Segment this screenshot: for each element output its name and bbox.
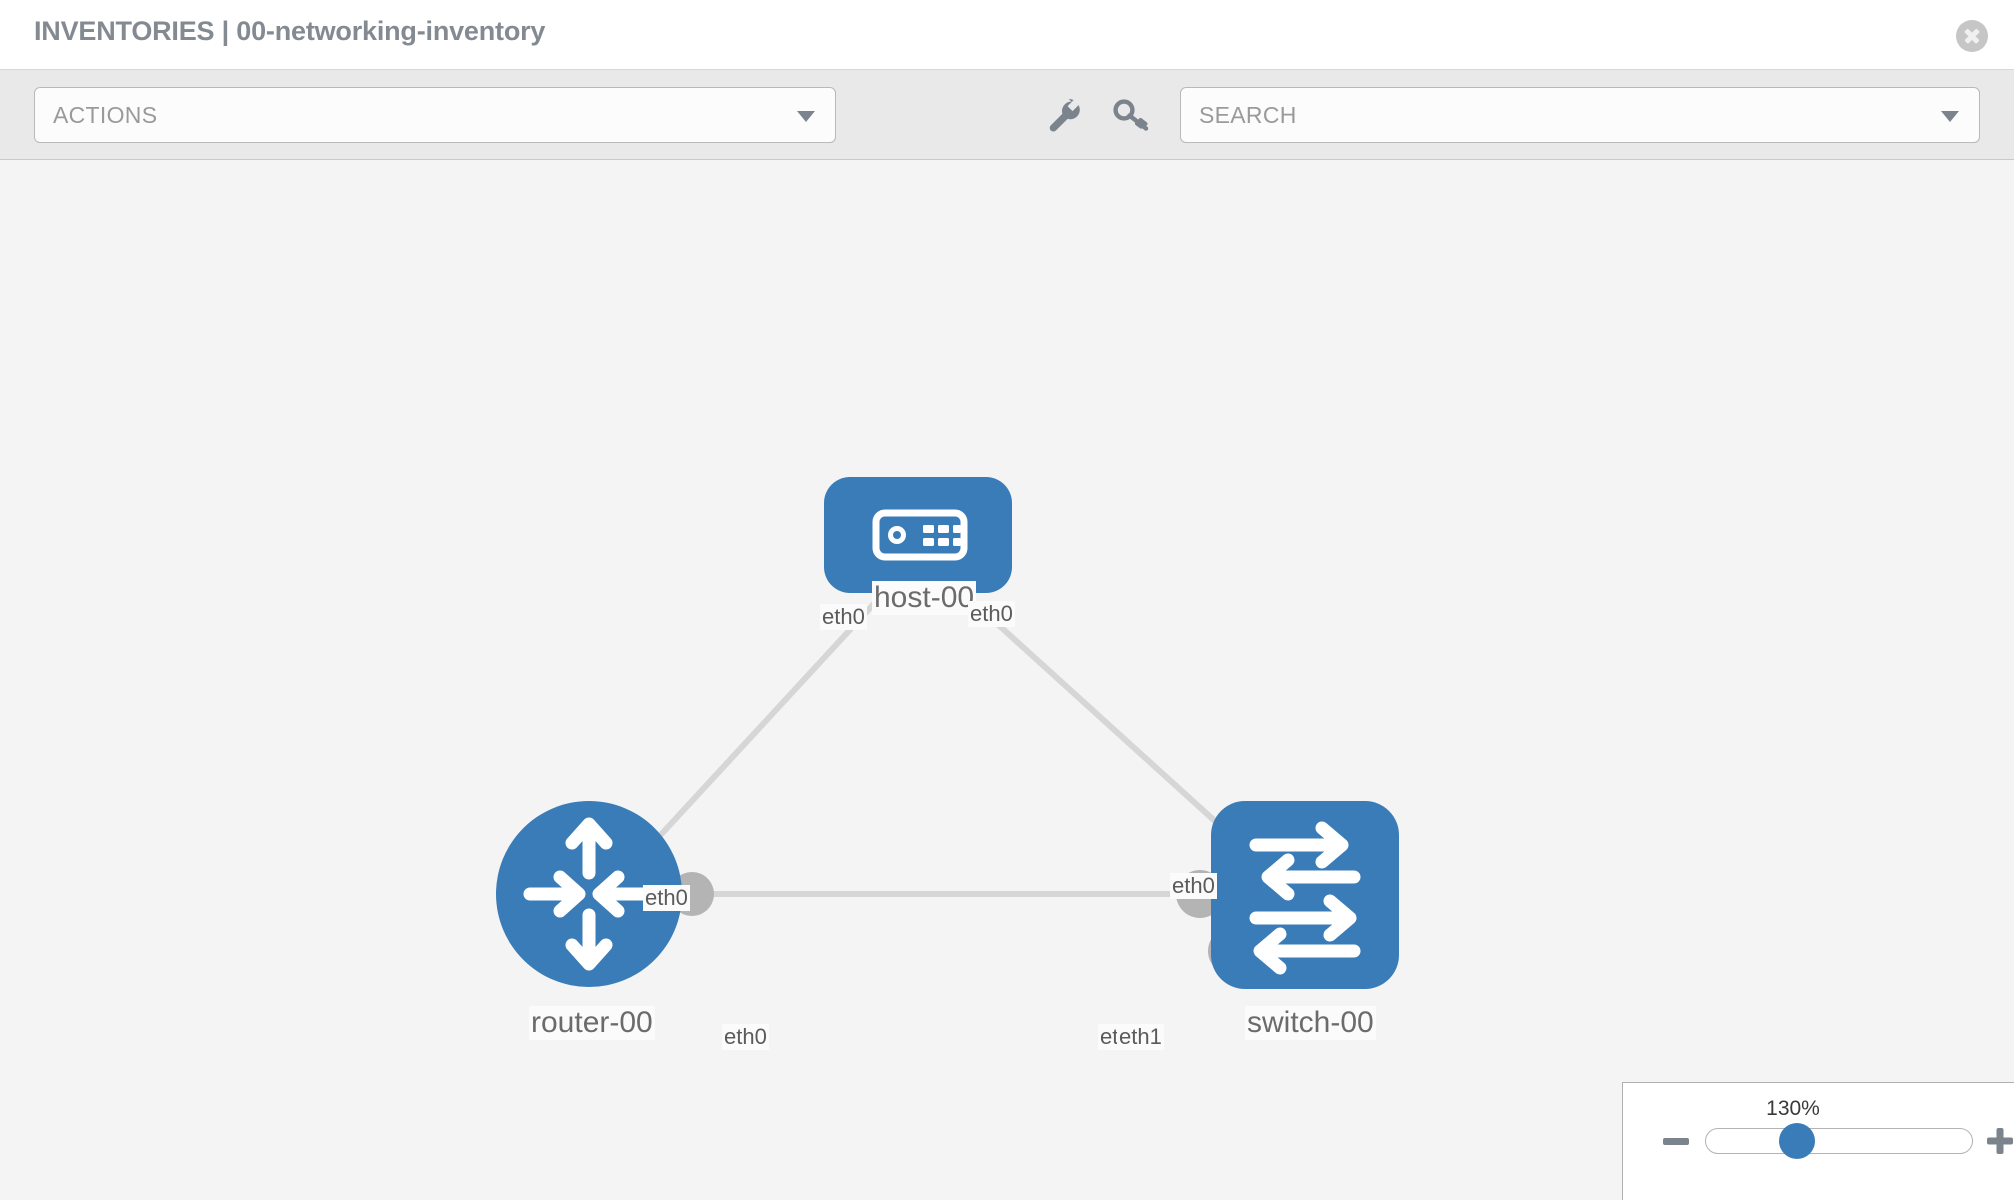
iface-label-router00-east: eth0: [722, 1024, 769, 1050]
zoom-out-button[interactable]: [1663, 1138, 1689, 1145]
node-host-00-shape: [824, 477, 1012, 593]
edge-group: [617, 578, 1251, 897]
topology-canvas[interactable]: host-00 router-00 switch-00 eth0 eth0 et…: [0, 161, 2014, 1200]
plus-icon-vertical: [1996, 1128, 2004, 1154]
server-icon-details: [888, 525, 961, 546]
node-host-00: [824, 477, 1012, 593]
switch-icon: [1249, 821, 1361, 975]
zoom-slider-track[interactable]: [1705, 1128, 1973, 1154]
title-bar: INVENTORIES | 00-networking-inventory: [0, 0, 2014, 70]
iface-label-switch00-north: eth0: [1170, 873, 1217, 899]
zoom-slider-thumb[interactable]: [1779, 1123, 1815, 1159]
key-icon[interactable]: [1108, 92, 1154, 138]
actions-dropdown[interactable]: ACTIONS: [34, 87, 836, 143]
close-icon[interactable]: [1956, 20, 1988, 52]
edge-host00-router00: [617, 578, 898, 882]
zoom-in-button[interactable]: [1987, 1128, 2013, 1154]
node-label-switch-00[interactable]: switch-00: [1245, 1006, 1376, 1040]
topology-graph: [496, 477, 1399, 989]
iface-label-router00-north: eth0: [643, 885, 690, 911]
iface-label-host00-left: eth0: [820, 604, 867, 630]
chevron-down-icon[interactable]: [1941, 111, 1959, 122]
actions-dropdown-label: ACTIONS: [53, 102, 158, 128]
zoom-level-label: 130%: [1766, 1097, 1820, 1120]
server-icon: [872, 509, 968, 561]
connector-group: [670, 567, 1256, 975]
router-icon: [523, 817, 655, 971]
iface-label-switch00-west: eth1: [1117, 1024, 1164, 1050]
iface-label-host00-right: eth0: [968, 601, 1015, 627]
node-label-router-00[interactable]: router-00: [529, 1006, 655, 1040]
page-title: INVENTORIES | 00-networking-inventory: [34, 16, 546, 46]
toolbar: ACTIONS SEARCH: [0, 70, 2014, 160]
node-router-00-shape: [496, 801, 682, 987]
node-switch-00-shape: [1211, 801, 1399, 989]
node-router-00: [496, 801, 682, 987]
search-placeholder: SEARCH: [1199, 102, 1297, 128]
node-label-host-00[interactable]: host-00: [872, 581, 977, 615]
zoom-control-panel: 130%: [1622, 1082, 2014, 1200]
search-input[interactable]: SEARCH: [1180, 87, 1980, 143]
chevron-down-icon: [797, 111, 815, 122]
node-switch-00: [1211, 801, 1399, 989]
wrench-icon[interactable]: [1040, 92, 1086, 138]
